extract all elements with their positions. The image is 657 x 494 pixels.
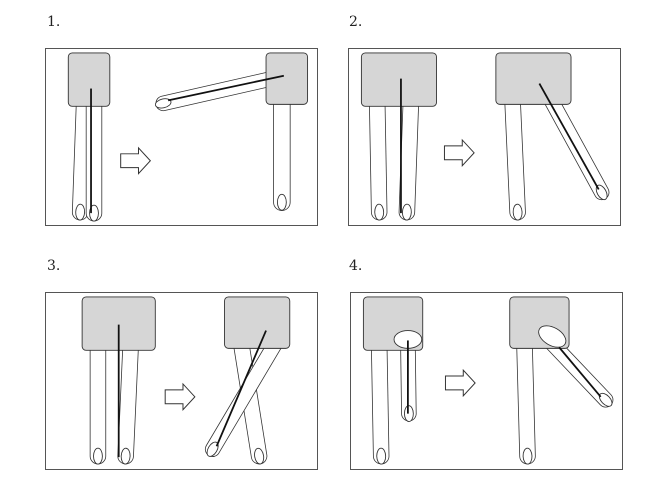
shorts [67, 52, 111, 107]
step-2-panel [348, 48, 621, 226]
foot [376, 447, 387, 465]
foot [206, 441, 219, 457]
leg [371, 339, 389, 464]
arrow-right-icon [120, 146, 152, 175]
foot [75, 203, 86, 221]
leg-raise-forward-illustration [67, 52, 309, 222]
foot [154, 98, 172, 109]
shorts [360, 52, 437, 107]
shorts [224, 296, 291, 349]
folded-shorts-leg [538, 325, 567, 348]
step-1-label: 1. [47, 14, 61, 30]
step-2-label: 2. [349, 14, 363, 30]
foot [93, 447, 103, 465]
leg [505, 95, 526, 220]
leg-swing-illustration [362, 296, 614, 465]
foot [254, 447, 265, 465]
alignment-line [558, 346, 602, 398]
alignment-line [167, 74, 285, 102]
leg [369, 95, 387, 220]
leg-cross-illustration [81, 296, 291, 465]
step-3-panel [45, 292, 318, 470]
leg [543, 91, 609, 200]
arrow-right-icon [164, 382, 196, 411]
foot [401, 203, 412, 221]
step-3-label: 3. [47, 258, 61, 274]
foot [598, 392, 613, 407]
foot [120, 447, 131, 465]
foot [522, 447, 533, 465]
foot [276, 193, 287, 211]
leg [517, 339, 535, 464]
arrow-right-icon [443, 138, 475, 167]
alignment-line [215, 330, 267, 447]
arrow-right-icon [444, 368, 476, 398]
foot [512, 203, 523, 221]
step-4-label: 4. [349, 258, 363, 274]
leg-abduction-illustration [360, 52, 610, 221]
alignment-line [538, 83, 600, 190]
step-4-panel [350, 292, 623, 470]
foot [403, 405, 414, 422]
foot [374, 203, 385, 221]
leg [72, 95, 92, 220]
step-1-panel [45, 48, 318, 226]
leg [118, 339, 138, 464]
leg [399, 95, 419, 220]
shorts [495, 52, 572, 105]
